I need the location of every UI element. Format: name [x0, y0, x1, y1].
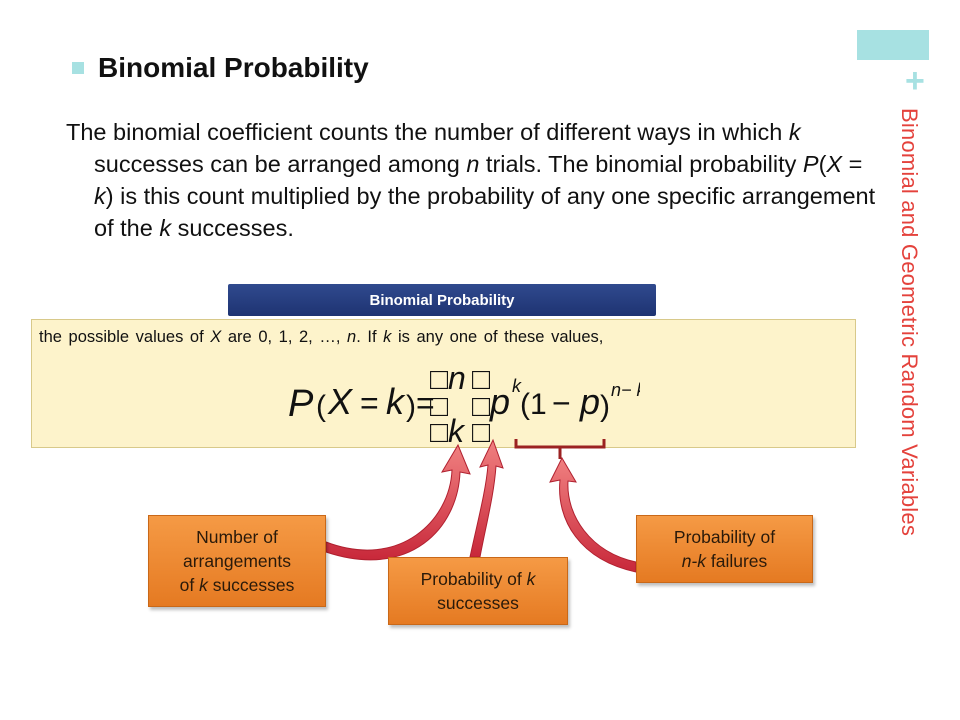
callout-line: of k successes: [180, 573, 295, 597]
brace-icon: [514, 439, 606, 459]
bullet-square-icon: [72, 62, 84, 74]
formula-box: □: [430, 416, 449, 446]
binomial-formula: P ( X = k ) = □ n □ □ □ □ k □ p k (1 − p…: [288, 360, 640, 446]
callout-line: arrangements: [183, 551, 291, 571]
callout-failures: Probability of n-k failures: [636, 515, 813, 583]
para-text: =: [842, 151, 863, 177]
def-var-k: k: [383, 328, 392, 346]
callout-line: Number of: [196, 527, 278, 547]
para-text: successes.: [171, 215, 294, 241]
formula-box: □: [472, 390, 491, 423]
formula-k: k: [386, 381, 406, 422]
plus-mark: +: [905, 62, 925, 100]
definition-header: Binomial Probability: [228, 284, 656, 316]
definition-text: the possible values of X are 0, 1, 2, …,…: [39, 328, 603, 347]
callout-var-k: k: [526, 569, 536, 589]
para-text: trials. The binomial probability: [479, 151, 803, 177]
callout-var-k: k: [199, 575, 208, 595]
formula-p-small: p: [489, 381, 510, 422]
def-text: are 0, 1, 2, …,: [221, 328, 348, 346]
formula-k-bottom: k: [448, 413, 466, 446]
callout-line: Probability of k: [421, 567, 536, 591]
formula-one: (1: [520, 388, 547, 421]
formula-p2: p: [579, 381, 600, 422]
heading: Binomial Probability: [72, 52, 369, 84]
formula-rparen: ): [406, 390, 416, 423]
para-text: ) is this count multiplied by the probab…: [94, 183, 876, 241]
arrow-to-coefficient-icon: [325, 443, 471, 561]
formula-exp-k: k: [512, 376, 522, 396]
def-var-n: n: [347, 328, 357, 346]
para-var-k: k: [788, 119, 801, 145]
formula-box: □: [472, 363, 491, 396]
callout-line: n-k failures: [674, 549, 775, 573]
formula-p: P: [288, 383, 314, 425]
callout-text: of: [179, 575, 200, 595]
def-text: is any one of these values,: [391, 328, 604, 346]
formula-eq: =: [360, 385, 379, 421]
accent-bar: [857, 30, 929, 60]
arrow-to-failures-icon: [549, 456, 637, 573]
definition-box: [31, 319, 856, 448]
formula-close: ): [600, 390, 610, 423]
callout-line: Probability of: [673, 527, 776, 547]
para-text: The binomial coefficient counts the numb…: [66, 119, 789, 145]
formula-exp-nk: n− k: [611, 380, 640, 400]
callout-text: successes: [207, 575, 295, 595]
formula-lparen: (: [316, 390, 326, 423]
formula-box: □: [472, 416, 491, 446]
formula-box: □: [430, 390, 449, 423]
para-var-k: k: [94, 183, 106, 209]
callout-arrangements: Number of arrangements of k successes: [148, 515, 326, 607]
callout-text: Probability of: [420, 569, 527, 589]
para-var-n: n: [466, 151, 480, 177]
para-var-p: P: [802, 151, 819, 177]
para-var-x: X: [826, 151, 843, 177]
formula-x: X: [327, 381, 354, 422]
para-var-k: k: [159, 215, 172, 241]
callout-var-nk: n-k: [681, 551, 706, 571]
formula-n: n: [448, 360, 466, 396]
callout-k-successes: Probability of k successes: [388, 557, 568, 625]
def-var-x: X: [210, 328, 222, 346]
body-paragraph: The binomial coefficient counts the numb…: [66, 116, 879, 244]
para-text: successes can be arranged among: [94, 151, 467, 177]
callout-line: successes: [437, 593, 519, 613]
callout-text: failures: [706, 551, 768, 571]
formula-box: □: [430, 363, 449, 396]
formula-eq2: =: [416, 385, 435, 421]
para-text: (: [818, 151, 827, 177]
arrow-to-pk-icon: [469, 438, 504, 558]
heading-text: Binomial Probability: [98, 52, 369, 83]
formula-minus: −: [552, 385, 571, 421]
def-text: the possible values of: [39, 328, 211, 346]
side-title: Binomial and Geometric Random Variables: [897, 108, 922, 537]
def-text: . If: [356, 328, 384, 346]
